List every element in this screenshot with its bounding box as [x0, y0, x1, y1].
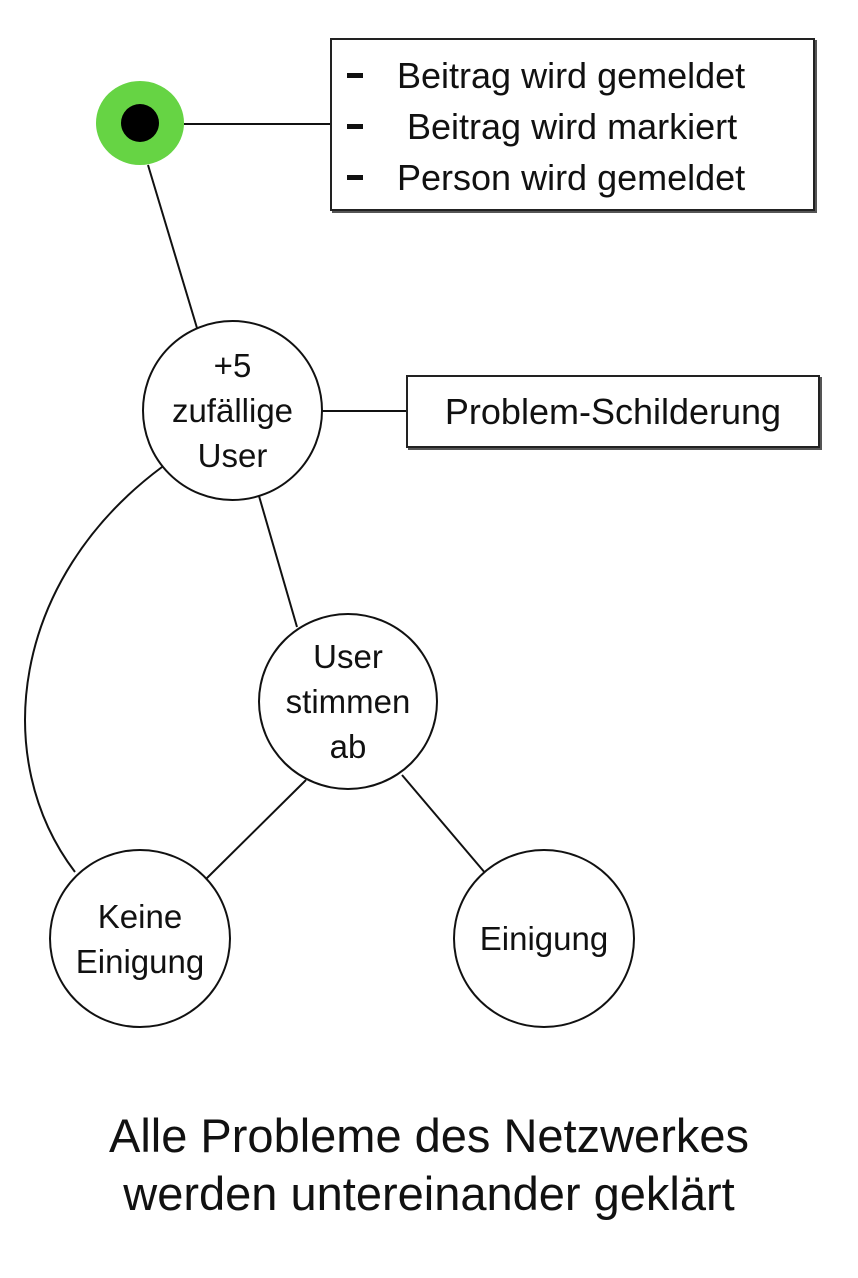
node-text-line: +5	[213, 347, 252, 384]
dash-icon	[347, 124, 363, 129]
dash-icon	[347, 175, 363, 180]
trigger-list-box: Beitrag wird gemeldet Beitrag wird marki…	[330, 38, 815, 211]
problem-description-label: Problem-Schilderung	[444, 390, 782, 432]
trigger-item: Beitrag wird markiert	[332, 101, 813, 152]
start-to-random-users-line	[147, 164, 198, 329]
agreement-node: Einigung	[453, 849, 635, 1028]
node-text-line: User	[313, 638, 383, 675]
node-text-line: Einigung	[479, 920, 609, 957]
start-marker-icon	[121, 104, 159, 142]
diagram-caption: Alle Probleme des Netzwerkes werden unte…	[0, 1107, 858, 1223]
trigger-list: Beitrag wird gemeldet Beitrag wird marki…	[332, 50, 813, 203]
node-text-line: ab	[329, 728, 367, 765]
no-agreement-node: Keine Einigung	[49, 849, 231, 1028]
users-vote-node: User stimmen ab	[258, 613, 438, 790]
random-users-node: +5 zufällige User	[142, 320, 323, 501]
start-node	[96, 81, 184, 165]
vote-to-agreement-line	[401, 774, 487, 875]
node-text-line: User	[197, 437, 268, 474]
trigger-item-label: Beitrag wird gemeldet	[397, 54, 746, 96]
trigger-item: Person wird gemeldet	[332, 152, 813, 203]
node-text-line: Keine	[97, 897, 183, 935]
caption-line: Alle Probleme des Netzwerkes	[109, 1109, 749, 1162]
trigger-item-label: Beitrag wird markiert	[407, 105, 738, 147]
random-users-to-vote-line	[258, 495, 298, 628]
node-text-line: Einigung	[75, 942, 205, 980]
problem-description-box: Problem-Schilderung	[406, 375, 820, 448]
node-text-line: zufällige	[171, 392, 294, 429]
dash-icon	[347, 73, 363, 78]
no-agreement-to-random-users-loop	[24, 466, 163, 873]
trigger-item: Beitrag wird gemeldet	[332, 50, 813, 101]
trigger-item-label: Person wird gemeldet	[397, 156, 746, 198]
node-text-line: stimmen	[285, 683, 411, 720]
vote-to-no-agreement-line	[205, 779, 307, 880]
caption-line: werden untereinander geklärt	[123, 1167, 735, 1220]
